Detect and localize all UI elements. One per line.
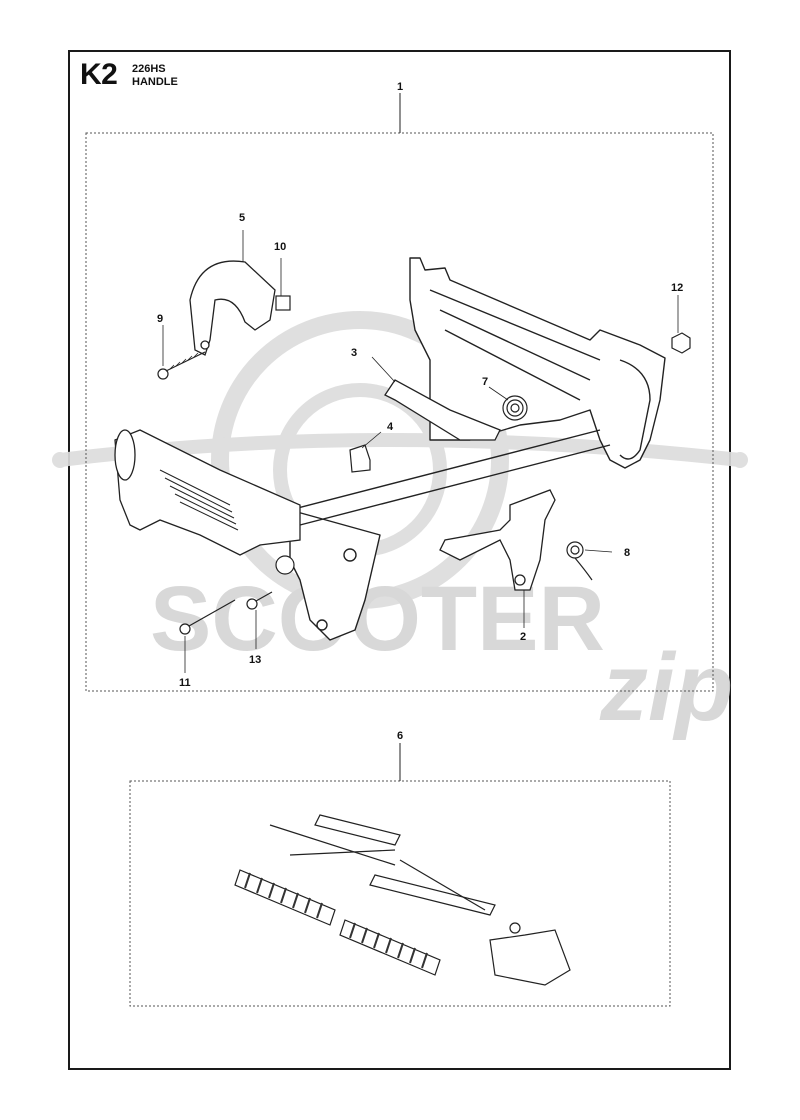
cable-kit (269, 814, 571, 986)
throttle-trigger (439, 489, 556, 591)
callout-8: 8 (624, 547, 630, 559)
handle-frame (289, 257, 666, 641)
callout-10: 10 (274, 241, 286, 253)
callout-13: 13 (249, 654, 261, 666)
callout-6: 6 (397, 730, 403, 742)
callout-4: 4 (387, 421, 394, 433)
callout-12: 12 (671, 282, 683, 294)
screw-11 (179, 599, 236, 635)
callout-2: 2 (520, 631, 526, 643)
sleeves (234, 869, 441, 976)
section-code: K2 (80, 58, 118, 91)
diagram-frame (68, 50, 731, 1070)
screw-13 (246, 591, 273, 610)
nut-12 (671, 332, 691, 354)
clamp (189, 260, 276, 356)
kit-6-box (129, 780, 671, 1007)
watermark-script: zip (599, 634, 733, 741)
washer (275, 555, 295, 575)
callout-7: 7 (482, 376, 488, 388)
section-title: HANDLE (132, 76, 178, 88)
callout-9: 9 (157, 313, 163, 325)
spring-8 (566, 541, 593, 581)
watermark-brand: SCOOTER (150, 568, 605, 670)
callout-1: 1 (397, 81, 403, 93)
spring-7 (502, 395, 528, 421)
lever (384, 379, 501, 441)
callout-11: 11 (179, 677, 191, 689)
leader-lines (162, 230, 679, 673)
grip (114, 429, 301, 556)
screw-9 (157, 351, 206, 380)
stop-switch (349, 444, 371, 473)
nut-10 (275, 295, 291, 311)
model-name: 226HS (132, 63, 166, 75)
callout-3: 3 (351, 347, 357, 359)
callout-5: 5 (239, 212, 245, 224)
